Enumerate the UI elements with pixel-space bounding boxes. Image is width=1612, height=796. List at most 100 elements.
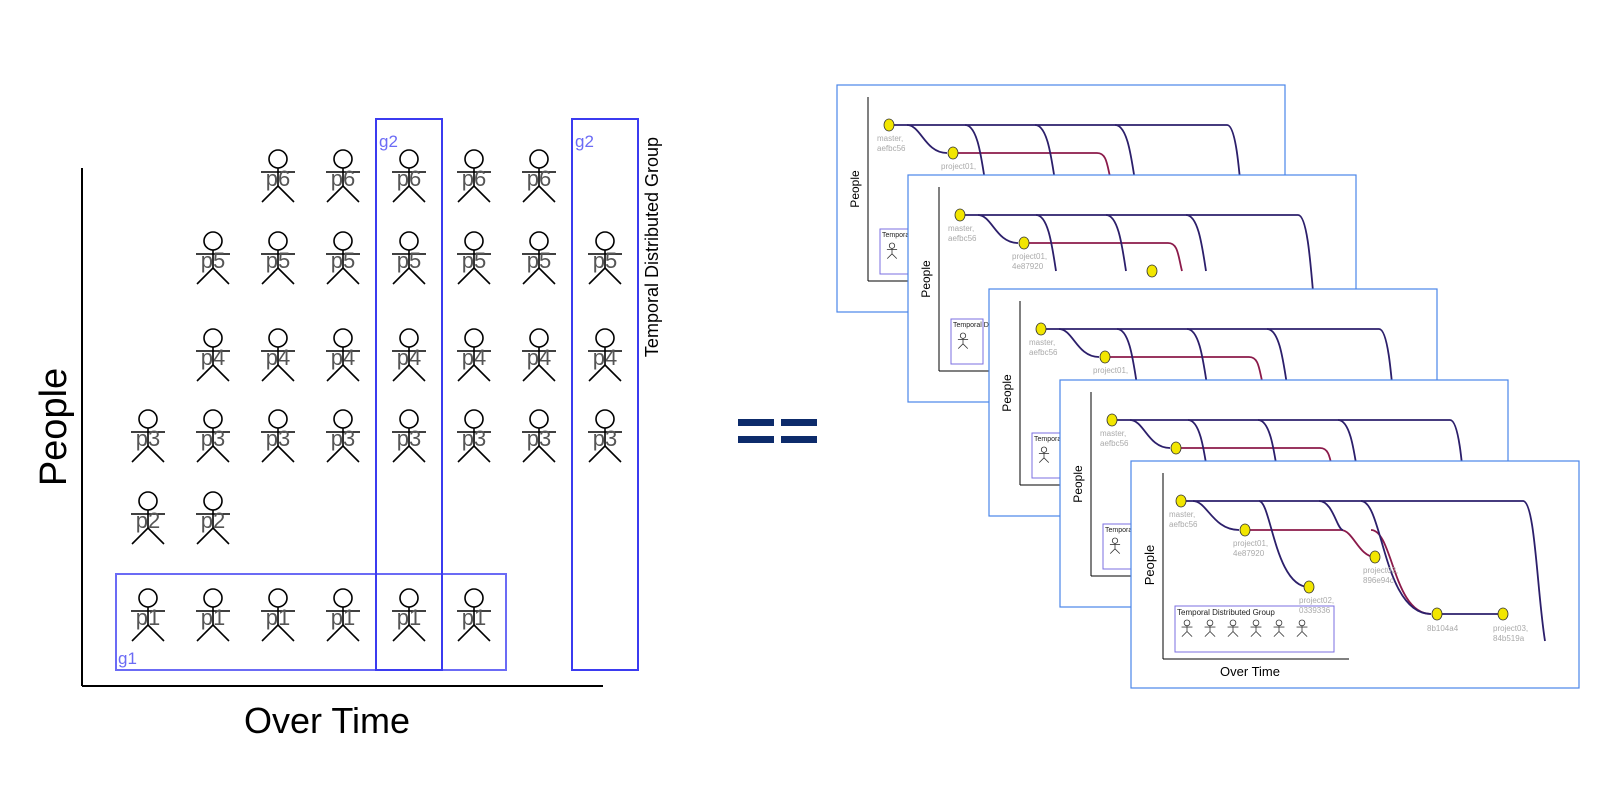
actor-leg-right <box>408 445 426 463</box>
snapshot-node-label: 0339336 <box>1299 606 1331 615</box>
snapshot-node-label: 8b104a4 <box>1427 624 1459 633</box>
actor-p1: p1 <box>131 588 165 642</box>
actor-leg-right <box>342 267 360 285</box>
actor-leg-right <box>1209 631 1216 637</box>
merge-curve-3 <box>1114 124 1136 182</box>
snapshot-actor <box>957 332 969 349</box>
actor-leg-left <box>392 624 410 642</box>
actor-leg-right <box>473 445 491 463</box>
actor-leg-right <box>538 364 556 382</box>
actor-label: p5 <box>527 248 551 273</box>
actor-leg-right <box>147 624 165 642</box>
group-g2-right-label: g2 <box>575 132 594 151</box>
snapshot-node-label: project02, <box>1363 566 1398 575</box>
actor-leg-right <box>212 624 230 642</box>
snapshot-node-label: 4e87920 <box>1233 549 1265 558</box>
actor-leg-right <box>342 185 360 203</box>
actor-leg-left <box>522 445 540 463</box>
commit-node-project01 <box>947 146 959 160</box>
actor-leg-right <box>473 364 491 382</box>
actor-p3: p3 <box>457 409 491 463</box>
merge-curve-2 <box>1034 124 1056 182</box>
snapshot-node-label: project01, <box>941 162 976 171</box>
snapshot-node-label: 4e87920 <box>1012 262 1044 271</box>
actor-leg-right <box>473 267 491 285</box>
actor-leg-right <box>212 445 230 463</box>
actor-label: p5 <box>331 248 355 273</box>
snapshot-group-box-title: Temporal Di <box>953 322 991 329</box>
actor-leg-left <box>522 364 540 382</box>
actor-leg-right <box>277 624 295 642</box>
snapshot-group-box <box>1174 605 1335 653</box>
actor-leg-left <box>196 267 214 285</box>
actor-p3: p3 <box>588 409 622 463</box>
actor-leg-left <box>131 624 149 642</box>
actor-label: p1 <box>331 605 355 630</box>
actor-label: p4 <box>593 345 617 370</box>
actor-leg-right <box>604 267 622 285</box>
actor-leg-left <box>261 445 279 463</box>
actor-leg-right <box>538 185 556 203</box>
actor-leg-right <box>1278 631 1285 637</box>
merge-curve-1 <box>1035 214 1057 272</box>
branch-curve-project02 <box>1258 500 1310 588</box>
commit-node-4 <box>1369 550 1381 564</box>
actor-label: p4 <box>462 345 486 370</box>
actor-p3: p3 <box>261 409 295 463</box>
snapshot-node-label: aefbc56 <box>1169 520 1198 529</box>
snapshot-group-box <box>1102 523 1136 570</box>
actor-p6: p6 <box>392 149 426 203</box>
master-branch-tail <box>1522 500 1546 642</box>
equals-sign <box>738 419 817 443</box>
actor-leg-left <box>1296 631 1303 637</box>
actor-leg-right <box>604 445 622 463</box>
actor-leg-right <box>1186 631 1193 637</box>
group-g1-box <box>115 573 507 671</box>
actor-leg-left <box>131 527 149 545</box>
snapshot-group-box <box>879 228 913 275</box>
actor-leg-left <box>1109 548 1116 554</box>
actor-label: p5 <box>201 248 225 273</box>
actor-p5: p5 <box>457 231 491 285</box>
actor-p4: p4 <box>392 328 426 382</box>
actor-label: p3 <box>462 426 486 451</box>
x-axis-label: Over Time <box>244 700 410 741</box>
actor-label: p1 <box>201 605 225 630</box>
snapshot-actor <box>1227 619 1239 637</box>
snapshot-node-label: master, <box>1029 338 1055 347</box>
actor-label: p6 <box>527 166 551 191</box>
actor-label: p1 <box>397 605 421 630</box>
merge-curve-2 <box>1105 214 1127 272</box>
actor-leg-left <box>1181 631 1188 637</box>
actor-label: p1 <box>136 605 160 630</box>
actor-p1: p1 <box>457 588 491 642</box>
branch-curve <box>1129 419 1171 449</box>
snapshot-y-axis-label: People <box>1000 374 1014 412</box>
actor-p6: p6 <box>457 149 491 203</box>
actor-label: p5 <box>593 248 617 273</box>
actor-p3: p3 <box>196 409 230 463</box>
actor-label: p3 <box>593 426 617 451</box>
actor-leg-right <box>1114 548 1121 554</box>
actor-leg-left <box>196 527 214 545</box>
commit-node-project02 <box>1146 264 1158 278</box>
snapshot-group-box-title: Tempora <box>882 232 909 239</box>
master-merge-curve <box>1360 500 1432 615</box>
actor-leg-left <box>457 267 475 285</box>
snapshot-actor <box>886 242 898 259</box>
actor-leg-left <box>457 364 475 382</box>
snapshot-node-label: aefbc56 <box>948 234 977 243</box>
actor-leg-left <box>326 364 344 382</box>
snapshot-stack: PeopleTemporamaster,aefbc56project01,Peo… <box>836 84 1580 689</box>
snapshot-node-label: master, <box>877 134 903 143</box>
snapshot-actor <box>1273 619 1285 637</box>
equals-bar-bottom-left <box>738 436 774 443</box>
actor-leg-left <box>1038 457 1045 463</box>
snapshot-node-label: project01, <box>1233 539 1268 548</box>
commit-node-project01 <box>1099 350 1111 364</box>
actor-p3: p3 <box>326 409 360 463</box>
actor-leg-right <box>212 364 230 382</box>
actor-label: p6 <box>397 166 421 191</box>
actor-leg-left <box>196 445 214 463</box>
